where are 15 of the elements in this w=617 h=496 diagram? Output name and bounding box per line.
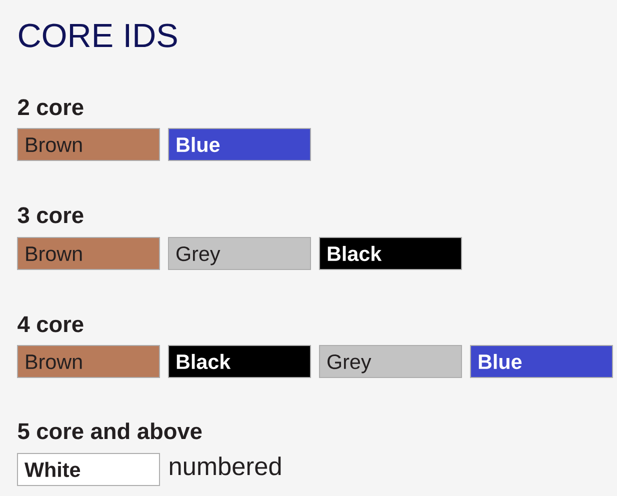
core-label-box: Brown <box>17 128 160 161</box>
core-label-box: Brown <box>17 345 160 378</box>
core-label-box: White <box>17 453 160 486</box>
core-label-box: Blue <box>168 128 311 161</box>
core-label-box: Black <box>319 237 462 270</box>
core-label-box: Blue <box>470 345 613 378</box>
core-label-box: Grey <box>319 345 462 378</box>
title: CORE IDS <box>18 24 177 48</box>
core-label-box: Brown <box>17 237 160 270</box>
group-heading: 5 core and above <box>18 422 202 440</box>
note-text: numbered <box>170 456 281 476</box>
core-label-box: Black <box>168 345 311 378</box>
group-heading: 4 core <box>18 316 84 332</box>
group-heading: 3 core <box>18 207 84 224</box>
core-label-box: Grey <box>168 237 311 270</box>
